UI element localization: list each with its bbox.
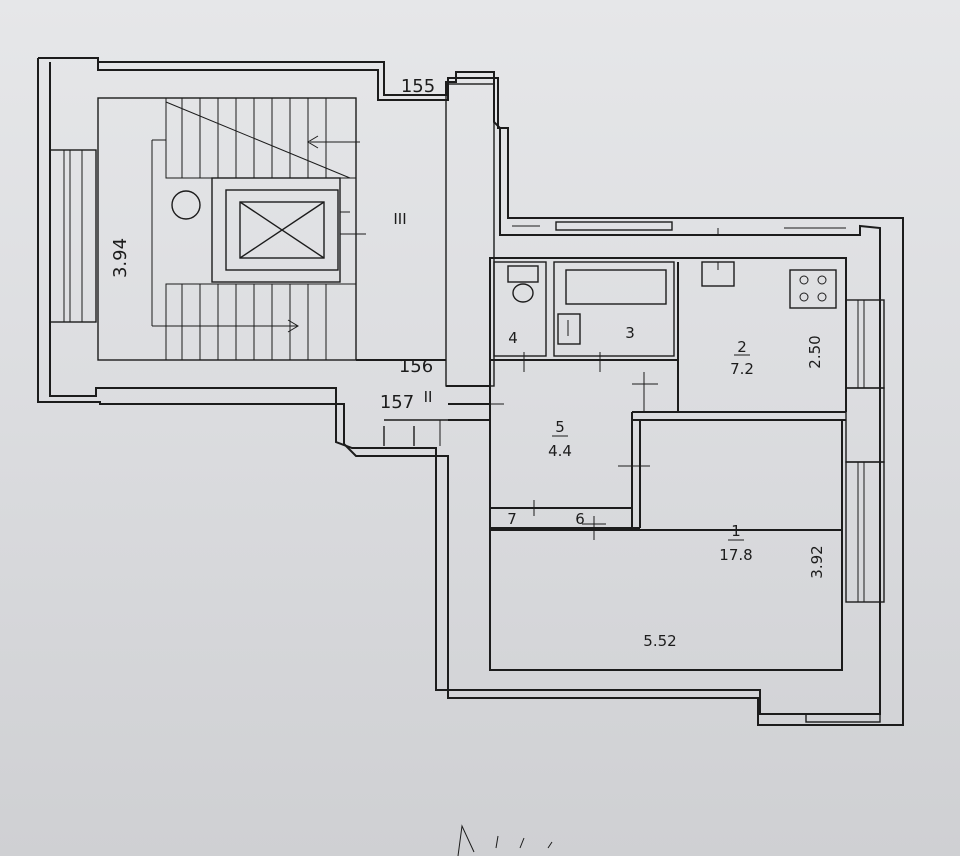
room-2-number: 2 (737, 338, 747, 356)
entry-hall (356, 359, 504, 446)
apartment (489, 221, 885, 723)
room-5-area: 4.4 (548, 442, 572, 460)
stair-dimension-label: 3.94 (110, 238, 131, 278)
room-1-dimension: 3.92 (808, 545, 826, 578)
room-5-number: 5 (555, 418, 565, 436)
room-1-length: 5.52 (643, 632, 676, 650)
hall-ii-label: II (424, 388, 433, 406)
room-1-area: 17.8 (719, 546, 752, 564)
hall-iii-label: III (393, 210, 406, 228)
apartment-155-label: 155 (401, 76, 435, 97)
room-3-label: 3 (625, 324, 635, 342)
apartment-156-label: 156 (399, 356, 433, 377)
room-4-label: 4 (508, 329, 518, 347)
room-1-number: 1 (731, 522, 741, 540)
pencil-scribble (457, 824, 553, 856)
room-7-label: 7 (507, 510, 517, 528)
stairwell (37, 57, 904, 726)
room-6-label: 6 (575, 510, 585, 528)
room-2-area: 7.2 (730, 360, 754, 378)
room-2-dimension: 2.50 (806, 335, 824, 368)
apartment-157-label: 157 (380, 392, 414, 413)
labels: 3.94 155 156 157 III II 4 3 2 7.2 2.50 5… (110, 76, 826, 650)
